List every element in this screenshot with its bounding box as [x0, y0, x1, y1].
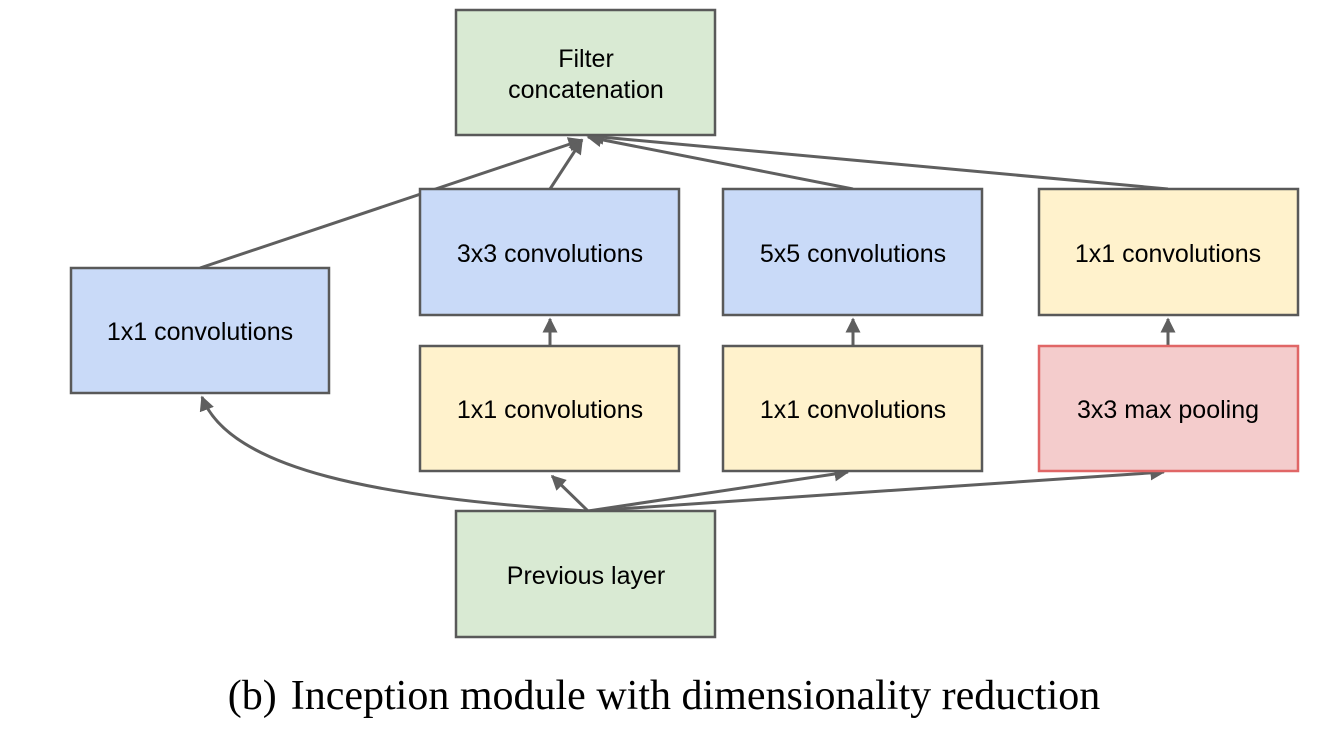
max-pooling-label: 3x3 max pooling — [1077, 396, 1259, 424]
edge-prev-to-maxpool — [587, 465, 1166, 513]
conv-1x1-left-label: 1x1 convolutions — [107, 318, 293, 346]
edge-pool-to-concat — [588, 129, 1169, 191]
max-pooling-box: 3x3 max pooling — [1037, 344, 1300, 473]
filter-concatenation-label-line1: Filter — [558, 45, 614, 73]
conv-1x1-reduce-3x3-box: 1x1 convolutions — [418, 344, 681, 473]
figure-caption: (b) Inception module with dimensionality … — [0, 672, 1328, 720]
conv-1x1-reduce-5x5-label: 1x1 convolutions — [760, 396, 946, 424]
conv-1x1-reduce-5x5-box: 1x1 convolutions — [721, 344, 984, 473]
edge-prev-to-reduce3 — [550, 474, 590, 513]
edge-left-to-concat — [199, 137, 584, 270]
figure-caption-tag: (b) — [227, 673, 277, 719]
edge-prev-to-reduce5 — [587, 466, 850, 513]
edge-3x3-to-concat — [548, 138, 584, 190]
conv-5x5-label: 5x5 convolutions — [760, 240, 946, 268]
conv-1x1-left-box: 1x1 convolutions — [69, 266, 331, 395]
filter-concatenation-label-line2: concatenation — [508, 76, 664, 104]
conv-3x3-box: 3x3 convolutions — [418, 187, 681, 317]
edges — [199, 129, 1176, 513]
conv-1x1-pool-proj-label: 1x1 convolutions — [1075, 240, 1261, 268]
previous-layer-label: Previous layer — [507, 562, 665, 590]
previous-layer-box: Previous layer — [454, 509, 717, 639]
conv-5x5-box: 5x5 convolutions — [721, 187, 984, 317]
conv-1x1-pool-proj-box: 1x1 convolutions — [1037, 187, 1300, 317]
conv-3x3-label: 3x3 convolutions — [457, 240, 643, 268]
edge-5x5-to-concat — [586, 132, 854, 191]
filter-concatenation-box: Filter concatenation — [454, 8, 717, 137]
edge-prev-to-left-1x1 — [199, 395, 589, 513]
figure-caption-text: Inception module with dimensionality red… — [290, 673, 1101, 719]
conv-1x1-reduce-3x3-label: 1x1 convolutions — [457, 396, 643, 424]
